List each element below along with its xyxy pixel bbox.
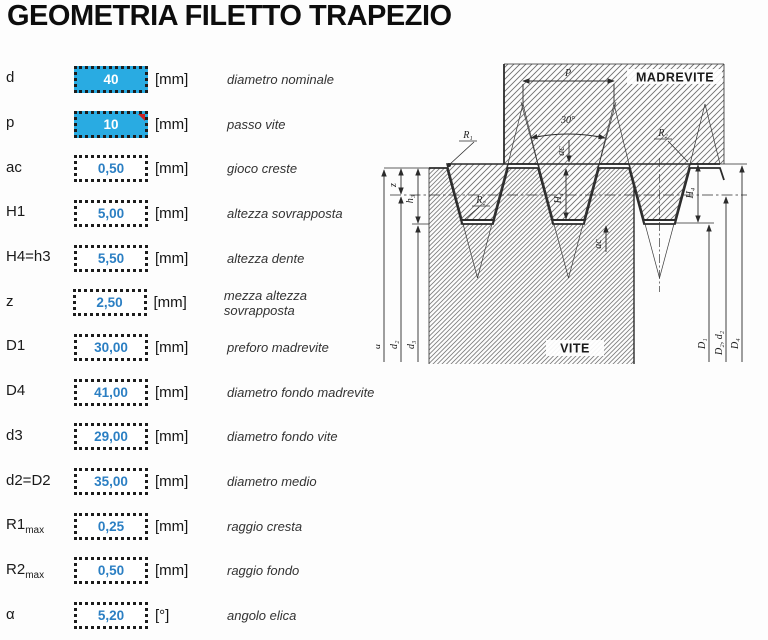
param-value-input[interactable]: 41,00 [74, 378, 148, 406]
param-value-input[interactable]: 10 [74, 110, 148, 138]
leader-lines [447, 138, 689, 221]
nut-label: MADREVITE [636, 71, 714, 85]
unit-label: [mm] [155, 115, 189, 133]
parameter-table: d 40 [mm] diametro nominale p 10 [mm] pa… [6, 57, 378, 638]
param-symbol: D1 [6, 337, 26, 355]
comment-marker-icon [138, 113, 145, 121]
param-symbol: d3 [6, 426, 23, 444]
nut-label-bg [627, 69, 722, 84]
thread-profile-diagram: MADREVITE VITE P 30° R₁ R₂ R₂ z h₃ H₁ H₄… [376, 63, 747, 364]
r1-label: R₁ [462, 130, 473, 141]
dimension-labels: P 30° R₁ R₂ R₂ z h₃ H₁ H₄ ac ac d d₂ d₃ … [376, 68, 741, 356]
z-label: z [388, 183, 399, 188]
param-value-input[interactable]: 0,50 [74, 155, 148, 183]
unit-label: [mm] [155, 249, 189, 267]
pitch-label: P [564, 68, 571, 79]
D2-d2-label: D₂, d₂ [714, 330, 725, 356]
param-symbol: α [6, 605, 15, 623]
unit-label: [mm] [155, 473, 189, 491]
param-value-input[interactable]: 2,50 [72, 289, 147, 317]
param-description: passo vite [227, 116, 286, 132]
d2-label: d₂ [389, 340, 400, 349]
param-description: preforo madrevite [227, 339, 329, 355]
D4-label: D₄ [730, 338, 741, 350]
param-symbol: R2max [6, 560, 45, 581]
parameter-row: α 5,20 [°] angolo elica [6, 593, 378, 638]
dimension-lines [381, 78, 745, 362]
parameter-row: z 2,50 [mm] mezza altezza sovrapposta [6, 280, 378, 325]
parameter-row: d 40 [mm] diametro nominale [6, 57, 378, 102]
param-description: diametro fondo vite [227, 429, 338, 445]
screw-label: VITE [560, 342, 590, 356]
param-value-input[interactable]: 30,00 [74, 333, 148, 361]
parameter-row: d3 29,00 [mm] diametro fondo vite [6, 415, 378, 460]
unit-label: [mm] [155, 383, 189, 401]
unit-label: [°] [155, 607, 170, 625]
param-description: gioco creste [227, 161, 298, 177]
h3-label: h₃ [405, 194, 416, 203]
param-value-input[interactable]: 5,50 [74, 244, 148, 272]
parameter-row: R2max 0,50 [mm] raggio fondo [6, 549, 378, 594]
angle-label: 30° [560, 115, 575, 126]
param-description: diametro nominale [227, 71, 334, 87]
param-description: altezza dente [227, 250, 305, 266]
param-symbol: D4 [6, 382, 26, 400]
param-symbol: d2=D2 [6, 471, 51, 489]
unit-label: [mm] [155, 70, 189, 88]
unit-label: [mm] [155, 517, 189, 535]
param-symbol: H4=h3 [6, 248, 51, 266]
param-description: altezza sovrapposta [227, 205, 343, 221]
param-description: diametro medio [227, 474, 317, 490]
param-symbol: ac [6, 158, 22, 176]
unit-label: [mm] [155, 204, 189, 222]
parameter-row: D1 30,00 [mm] preforo madrevite [6, 325, 378, 370]
param-value-input[interactable]: 35,00 [74, 468, 148, 496]
param-value-input[interactable]: 29,00 [74, 423, 148, 451]
screw-section [428, 167, 725, 364]
unit-label: [mm] [155, 338, 189, 356]
ac-label: ac [556, 146, 567, 156]
parameter-row: ac 0,50 [mm] gioco creste [6, 146, 378, 191]
r2-label: R₂ [475, 195, 486, 206]
param-description: mezza altezza sovrapposta [223, 287, 308, 318]
parameter-row: R1max 0,25 [mm] raggio cresta [6, 504, 378, 549]
param-value-input[interactable]: 5,00 [74, 199, 148, 227]
parameter-row: p 10 [mm] passo vite [6, 102, 378, 147]
page-title: GEOMETRIA FILETTO TRAPEZIO [7, 0, 452, 32]
parameter-row: d2=D2 35,00 [mm] diametro medio [6, 459, 378, 504]
h4-label: H₄ [685, 187, 696, 199]
construction-lines [446, 101, 721, 292]
unit-label: [mm] [155, 428, 189, 446]
param-description: raggio cresta [227, 518, 303, 534]
unit-label: [mm] [155, 160, 189, 178]
param-symbol: H1 [6, 203, 26, 221]
param-description: diametro fondo madrevite [227, 384, 375, 400]
screw-label-bg [546, 340, 604, 356]
param-description: angolo elica [227, 608, 297, 624]
ac-label: ac [593, 239, 604, 249]
param-value-input[interactable]: 0,50 [74, 557, 148, 585]
param-symbol: R1max [6, 516, 45, 537]
r2-label: R₂ [657, 128, 668, 139]
param-symbol: d [6, 69, 15, 87]
parameter-row: H4=h3 5,50 [mm] altezza dente [6, 236, 378, 281]
d3-label: d₃ [406, 340, 417, 349]
param-symbol: z [6, 292, 14, 310]
clearance-lines [462, 163, 720, 221]
parameter-row: H1 5,00 [mm] altezza sovrapposta [6, 191, 378, 236]
unit-label: [mm] [155, 562, 189, 580]
param-value-input[interactable]: 5,20 [74, 602, 148, 630]
h1-label: H₁ [553, 193, 564, 205]
param-value-input[interactable]: 40 [74, 65, 148, 93]
param-description: raggio fondo [227, 563, 300, 579]
param-value-input[interactable]: 0,25 [74, 512, 148, 540]
d-label: d [376, 343, 383, 349]
D1-label: D₁ [697, 338, 708, 350]
parameter-row: D4 41,00 [mm] diametro fondo madrevite [6, 370, 378, 415]
unit-label: [mm] [153, 294, 187, 312]
param-symbol: p [6, 114, 15, 132]
